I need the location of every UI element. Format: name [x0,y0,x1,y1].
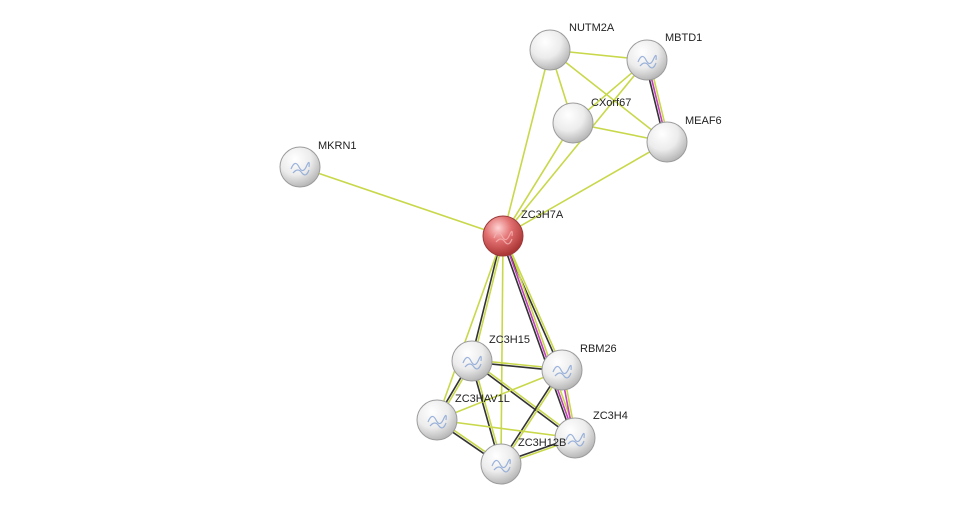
edge-nutm2a-zc3h7a-textmining [502,49,551,237]
node-zc3h4-bubble[interactable] [554,417,596,459]
edge-mbtd1-zc3h7a-textmining [502,59,648,237]
protein-structure-icon [552,364,572,379]
node-meaf6[interactable]: MEAF6 [646,115,722,163]
node-rbm26[interactable]: RBM26 [541,343,617,391]
edge-zc3h7a-zc3hav1l-textmining [436,235,504,421]
node-cxorf67[interactable]: CXorf67 [552,97,631,144]
node-zc3h15[interactable]: ZC3H15 [451,334,530,382]
node-label-nutm2a: NUTM2A [569,22,615,34]
node-cxorf67-bubble[interactable] [552,102,594,144]
edge-zc3h7a-zc3h15-textmining [472,235,505,363]
edge-zc3h7a-zc3h4-experiments [502,235,576,439]
protein-structure-icon [462,355,482,370]
node-zc3hav1l[interactable]: ZC3HAV1L [416,393,510,441]
edge-zc3h7a-zc3h4-textmining [504,234,578,439]
node-zc3hav1l-bubble[interactable] [416,399,458,441]
edge-mkrn1-zc3h7a-textmining [299,166,504,237]
nodes-layer: ZC3H7A NUTM2A MBTD1CXorf67MEAF6MKRN1ZC3H15… [279,22,722,485]
node-zc3h4[interactable]: ZC3H4 [554,410,628,459]
node-label-cxorf67: CXorf67 [591,97,631,109]
node-label-zc3h4: ZC3H4 [593,410,628,422]
node-zc3h7a[interactable]: ZC3H7A [482,209,564,257]
edge-nutm2a-meaf6-textmining [549,49,668,143]
node-nutm2a[interactable]: NUTM2A [529,22,615,71]
edge-rbm26-zc3hav1l-textmining [436,369,563,421]
node-label-zc3hav1l: ZC3HAV1L [455,393,510,405]
node-meaf6-bubble[interactable] [646,121,688,163]
protein-structure-icon [427,414,447,429]
edge-zc3h15-zc3h4-coexpression [470,361,576,440]
edge-cxorf67-zc3h7a-textmining [502,122,574,237]
edge-zc3h7a-zc3h15-coexpression [470,234,503,362]
node-label-zc3h12b: ZC3H12B [518,437,566,449]
protein-structure-icon [637,54,657,69]
edge-zc3h15-zc3h4-textmining [471,359,577,438]
node-mkrn1-bubble[interactable] [279,146,321,188]
node-label-zc3h15: ZC3H15 [489,334,530,346]
node-label-meaf6: MEAF6 [685,115,722,127]
node-zc3h12b[interactable]: ZC3H12B [480,437,566,485]
node-zc3h12b-bubble[interactable] [480,443,522,485]
edge-zc3hav1l-zc3h4-textmining [436,419,576,439]
node-nutm2a-bubble[interactable] [529,29,571,71]
node-label-mkrn1: MKRN1 [318,140,357,152]
protein-structure-icon [565,432,585,447]
node-label-rbm26: RBM26 [580,343,617,355]
protein-structure-icon [290,161,310,176]
node-mkrn1[interactable]: MKRN1 [279,140,357,188]
edge-zc3h7a-zc3h4-coexpression [500,235,574,440]
protein-structure-icon [491,458,511,473]
edge-meaf6-zc3h7a-textmining [502,141,668,237]
node-zc3h15-bubble[interactable] [451,340,493,382]
node-label-mbtd1: MBTD1 [665,32,702,44]
node-mbtd1-bubble[interactable] [626,39,668,81]
node-zc3h7a-bubble[interactable] [482,215,524,257]
protein-structure-icon [493,230,513,245]
edge-zc3h7a-zc3h12b-textmining [500,235,504,465]
node-mbtd1[interactable]: MBTD1 [626,32,702,81]
node-label-zc3h7a: ZC3H7A [521,209,564,221]
node-rbm26-bubble[interactable] [541,349,583,391]
